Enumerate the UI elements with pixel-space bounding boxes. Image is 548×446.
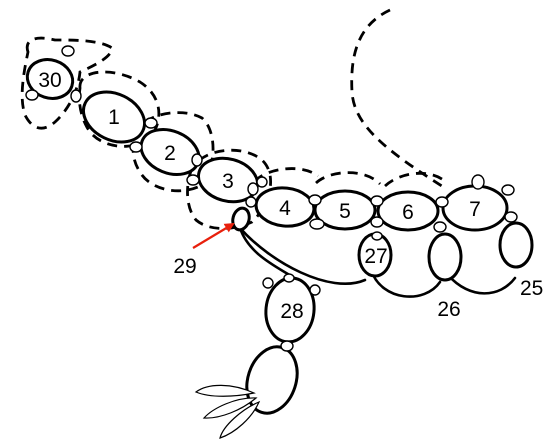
arrow-to-ring-29 xyxy=(192,222,235,249)
label-28: 28 xyxy=(280,300,303,323)
label-1: 1 xyxy=(108,106,120,129)
label-4: 4 xyxy=(279,197,291,220)
label-27: 27 xyxy=(364,245,387,268)
ring-5 xyxy=(313,189,377,231)
ring-1 xyxy=(82,90,146,144)
ring-29 xyxy=(231,206,251,232)
label-30: 30 xyxy=(38,69,61,92)
rings xyxy=(25,58,534,415)
ring-25 xyxy=(498,221,534,269)
label-7: 7 xyxy=(469,198,481,221)
label-3: 3 xyxy=(222,170,234,193)
ring-26 xyxy=(427,232,463,282)
label-25: 25 xyxy=(520,277,543,300)
ring-6 xyxy=(376,190,440,232)
ring-labels: 30 1 2 3 4 5 6 7 27 28 29 26 25 xyxy=(38,69,543,323)
tassel-petals xyxy=(194,384,261,439)
label-5: 5 xyxy=(339,200,351,223)
label-29: 29 xyxy=(173,255,196,278)
label-26: 26 xyxy=(437,298,460,321)
label-2: 2 xyxy=(164,142,176,165)
ring-30 xyxy=(25,58,75,100)
label-6: 6 xyxy=(402,201,414,224)
picots xyxy=(25,45,518,352)
